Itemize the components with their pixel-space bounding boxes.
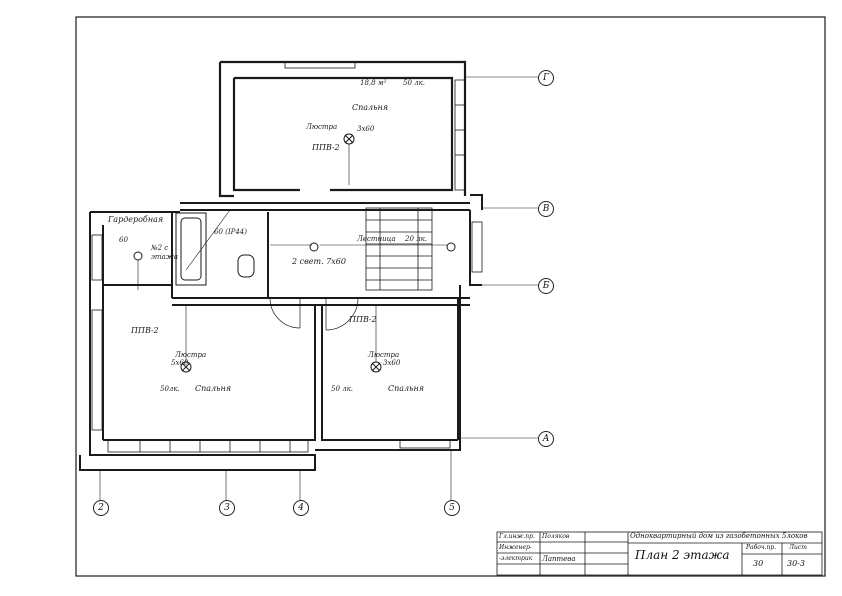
axis-marker-2: 2 <box>93 500 109 516</box>
axis-marker-4: 4 <box>293 500 309 516</box>
top-bedroom-name: Спальня <box>352 103 389 112</box>
panel-label: №2 с <box>151 244 169 252</box>
axis-marker-5: 5 <box>444 500 460 516</box>
left-bedroom-fixture: Люстра <box>175 351 207 359</box>
right-windows-top <box>454 79 466 191</box>
role-2: Инженер- <box>499 544 532 551</box>
sheet-value: 30-3 <box>787 559 805 568</box>
right-bedroom-fixture: Люстра <box>368 351 400 359</box>
axis-marker-b: Б <box>538 278 554 294</box>
axis-marker-3: 3 <box>219 500 235 516</box>
top-bedroom-wiring: ППВ-2 <box>312 143 340 152</box>
title-block: Гл.инж.пр. Поляков Инженер- -электрик Ла… <box>497 532 822 575</box>
axis-marker-g: Г <box>538 70 554 86</box>
panel-floor-label: этажа <box>151 253 178 261</box>
right-bedroom-name: Спальня <box>388 384 425 393</box>
bathroom-lamp: 60 (IP44) <box>214 228 247 236</box>
left-bedroom-name: Спальня <box>195 384 232 393</box>
right-window-lower <box>471 221 483 273</box>
right-bedroom-wiring: ППВ-2 <box>349 315 377 324</box>
role-3: -электрик <box>499 555 533 562</box>
name-1: Поляков <box>542 533 570 540</box>
left-bedroom-wiring: ППВ-2 <box>131 326 159 335</box>
left-windows <box>91 234 103 431</box>
name-3: Лаптева <box>542 555 576 563</box>
top-bedroom-fixture-rating: 3х60 <box>357 125 375 133</box>
top-bedroom-walls <box>218 60 467 198</box>
sheet-label: Лист <box>789 544 807 551</box>
wardrobe-name: Гардеробная <box>108 215 164 224</box>
luminaires <box>133 133 456 373</box>
top-bedroom-area: 18,8 м² <box>360 79 387 87</box>
stair-lux: 20 лк. <box>405 235 427 243</box>
top-bedroom-lux: 50 лк. <box>403 79 425 87</box>
central-walls <box>90 194 483 286</box>
top-bedroom-fixture: Люстра <box>306 123 338 131</box>
left-bedroom-fixture-rating: 5х60 <box>171 359 189 367</box>
role-1: Гл.инж.пр. <box>499 533 535 540</box>
bathroom <box>175 212 269 298</box>
axis-marker-a: А <box>538 431 554 447</box>
sheet-frame <box>75 16 826 577</box>
right-bedroom-lux: 50 лк. <box>331 385 353 393</box>
title-block-grid <box>496 531 823 576</box>
stage-label: Рабоч.пр. <box>746 544 777 551</box>
corridor-lamp: 2 свет. 7х60 <box>292 257 346 266</box>
axis-lines <box>99 76 538 500</box>
project-title: Одноквартирный дом из газобетонных 5локо… <box>630 532 808 540</box>
lower-walls <box>79 285 470 471</box>
bottom-windows <box>107 439 451 453</box>
top-window <box>284 61 356 69</box>
wardrobe-lux: 60 <box>119 236 128 244</box>
sheet-title: План 2 этажа <box>635 548 730 562</box>
axis-marker-v: В <box>538 201 554 217</box>
wiring <box>137 144 448 362</box>
left-bedroom-lux: 50лк. <box>160 385 180 393</box>
stair-name: Лестница <box>357 235 396 243</box>
stair <box>365 207 433 291</box>
doors <box>269 297 359 331</box>
right-bedroom-fixture-rating: 3х60 <box>383 359 401 367</box>
stage-value: 30 <box>753 559 764 568</box>
